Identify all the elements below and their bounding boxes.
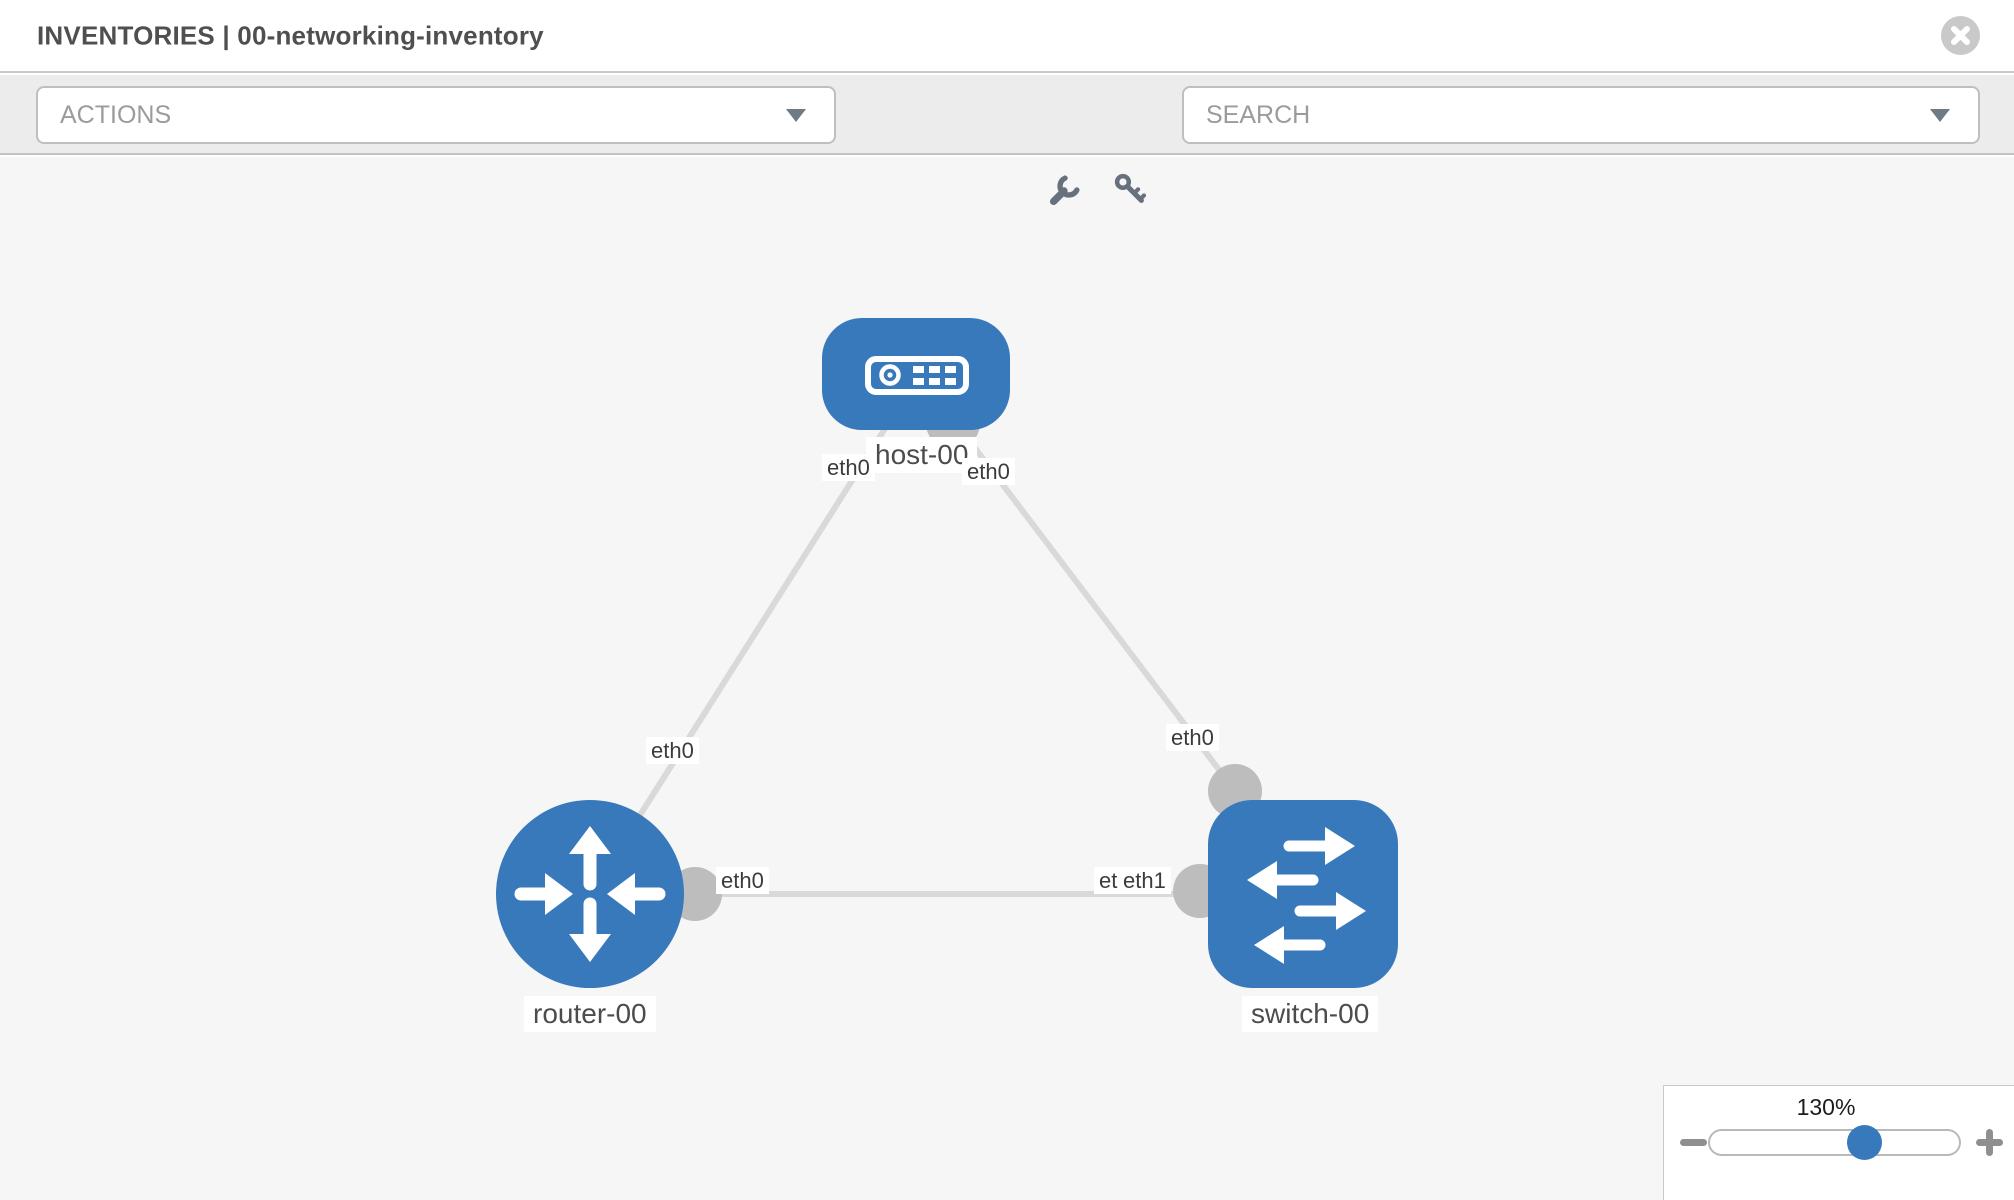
- host-icon: [913, 366, 956, 385]
- wrench-icon[interactable]: [1046, 171, 1084, 209]
- key-icon[interactable]: [1112, 171, 1148, 207]
- chevron-down-icon: [786, 109, 806, 122]
- actions-dropdown-label: ACTIONS: [60, 100, 172, 129]
- page-title: INVENTORIES | 00-networking-inventory: [37, 20, 544, 50]
- zoom-widget: 130%: [1663, 1085, 2014, 1200]
- interface-label: eth0: [822, 454, 875, 482]
- toolbar: ACTIONS SEARCH: [0, 75, 2014, 206]
- topology-svg: [496, 318, 1398, 988]
- node-label-switch: switch-00: [1242, 996, 1379, 1033]
- header-bar: INVENTORIES | 00-networking-inventory: [0, 0, 2014, 73]
- router-icon: [514, 826, 666, 962]
- plus-icon: [1986, 1129, 1993, 1156]
- zoom-slider-thumb[interactable]: [1847, 1125, 1882, 1160]
- interface-label: eth0: [962, 458, 1015, 486]
- actions-dropdown[interactable]: ACTIONS: [36, 86, 836, 144]
- node-host-00[interactable]: [822, 318, 1010, 430]
- interface-label: eth1: [1118, 867, 1171, 895]
- topology-canvas[interactable]: host-00 router-00 switch-00 eth0 eth0 et…: [0, 157, 2014, 1200]
- zoom-level-value: 130%: [1796, 1094, 1856, 1120]
- interface-label: eth0: [646, 737, 699, 765]
- interface-label: eth0: [716, 867, 769, 895]
- zoom-out-button[interactable]: [1680, 1139, 1707, 1146]
- close-button[interactable]: [1941, 16, 1980, 55]
- zoom-in-button[interactable]: [1976, 1129, 2003, 1156]
- switch-icon: [1247, 827, 1366, 964]
- node-switch-00[interactable]: [1208, 800, 1398, 988]
- search-dropdown-label: SEARCH: [1206, 100, 1311, 129]
- search-dropdown[interactable]: SEARCH: [1182, 86, 1980, 144]
- interface-label: eth0: [1166, 724, 1219, 752]
- close-icon: [1951, 26, 1970, 45]
- node-label-router: router-00: [524, 996, 656, 1033]
- node-label-host: host-00: [866, 437, 978, 474]
- node-router-00[interactable]: [496, 800, 684, 988]
- zoom-slider-track[interactable]: [1708, 1129, 1961, 1156]
- chevron-down-icon: [1930, 109, 1950, 122]
